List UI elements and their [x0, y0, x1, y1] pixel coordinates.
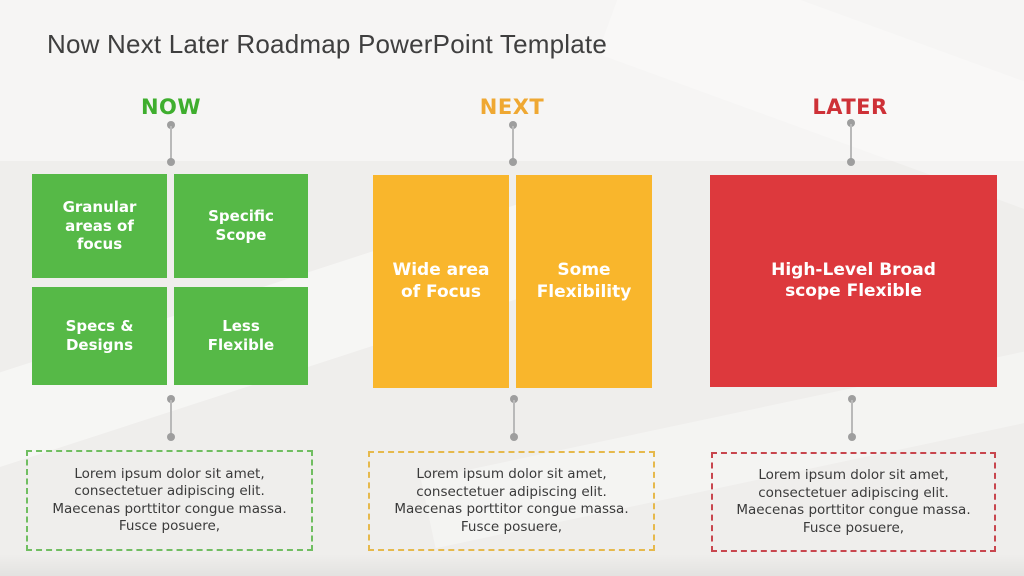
connector-dot-icon [847, 158, 855, 166]
connector-bottom-now [167, 395, 175, 441]
slide-title: Now Next Later Roadmap PowerPoint Templa… [47, 29, 607, 59]
connector-dot-icon [167, 158, 175, 166]
background-bottom-shade [0, 554, 1024, 576]
connector-line [513, 400, 515, 436]
connector-dot-icon [167, 433, 175, 441]
connector-top-now [167, 121, 175, 166]
column-label-now: NOW [140, 95, 202, 119]
later-box-grid: High-Level Broad scope Flexible [710, 175, 997, 387]
connector-bottom-next [510, 395, 518, 441]
later-box-high-level-broad-scope: High-Level Broad scope Flexible [710, 175, 997, 387]
connector-line [850, 124, 852, 161]
next-note-box: Lorem ipsum dolor sit amet, consectetuer… [368, 451, 655, 551]
next-box-some-flexibility: Some Flexibility [516, 175, 652, 388]
now-box-granular-areas-of-focus: Granular areas of focus [32, 174, 167, 278]
connector-dot-icon [510, 433, 518, 441]
now-box-specific-scope: Specific Scope [174, 174, 308, 278]
now-box-specs-designs: Specs & Designs [32, 287, 167, 385]
connector-line [512, 126, 514, 161]
now-note-box: Lorem ipsum dolor sit amet, consectetuer… [26, 450, 313, 551]
connector-dot-icon [509, 158, 517, 166]
column-label-later: LATER [812, 95, 888, 119]
connector-line [170, 400, 172, 436]
connector-dot-icon [510, 395, 518, 403]
next-box-wide-area-of-focus: Wide area of Focus [373, 175, 509, 388]
connector-bottom-later [848, 395, 856, 441]
connector-dot-icon [167, 395, 175, 403]
connector-dot-icon [848, 395, 856, 403]
now-box-grid: Granular areas of focus Specific Scope S… [32, 174, 308, 385]
connector-line [851, 400, 853, 436]
connector-dot-icon [509, 121, 517, 129]
next-box-grid: Wide area of Focus Some Flexibility [373, 175, 652, 388]
connector-dot-icon [848, 433, 856, 441]
connector-top-later [847, 119, 855, 166]
connector-dot-icon [167, 121, 175, 129]
connector-top-next [509, 121, 517, 166]
now-box-less-flexible: Less Flexible [174, 287, 308, 385]
connector-line [170, 126, 172, 161]
connector-dot-icon [847, 119, 855, 127]
column-label-next: NEXT [479, 95, 545, 119]
later-note-box: Lorem ipsum dolor sit amet, consectetuer… [711, 452, 996, 552]
